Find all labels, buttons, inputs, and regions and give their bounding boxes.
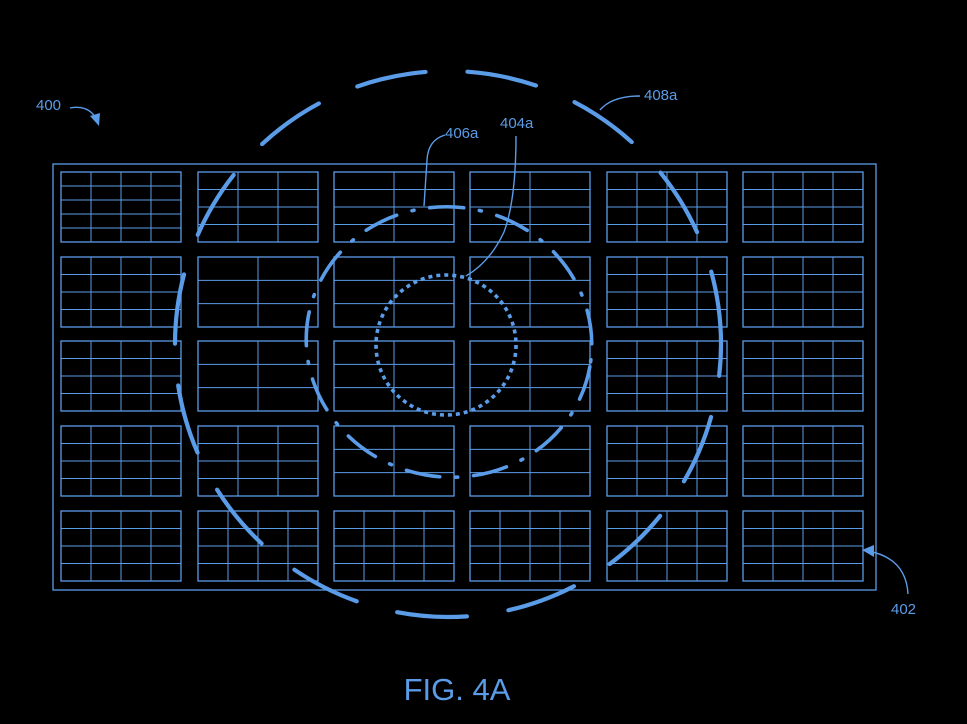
figure-caption: FIG. 4A <box>404 672 511 707</box>
grid-tile <box>470 426 590 496</box>
grid-tile <box>334 257 454 327</box>
grid-tile <box>743 341 863 411</box>
grid-tile <box>470 172 590 242</box>
figure-ref-label: 400 <box>36 97 61 114</box>
grid-tile <box>470 257 590 327</box>
panel-ref-label: 402 <box>891 601 916 618</box>
grid-tile <box>607 257 727 327</box>
middle-region-leader <box>424 135 445 206</box>
grid-tile <box>198 257 318 327</box>
grid-tile <box>198 341 318 411</box>
panel-ref-arrowhead <box>862 545 874 557</box>
panel-ref-leader <box>868 551 908 594</box>
inner-region-circle <box>376 275 516 415</box>
grid-tile <box>198 511 318 581</box>
grid-tile <box>743 511 863 581</box>
grid-tile <box>61 341 181 411</box>
grid-tile <box>607 511 727 581</box>
outer-region-label: 408a <box>644 87 678 104</box>
grid-tile <box>743 172 863 242</box>
inner-region-label: 404a <box>500 115 534 132</box>
display-panel-grid <box>53 164 876 590</box>
grid-tile <box>607 341 727 411</box>
grid-tile <box>61 426 181 496</box>
grid-tile <box>334 511 454 581</box>
grid-tile <box>198 172 318 242</box>
inner-region-leader <box>466 136 516 276</box>
outer-region-leader <box>600 96 640 110</box>
leader-lines <box>70 96 908 594</box>
grid-tile <box>607 426 727 496</box>
grid-tile <box>61 511 181 581</box>
grid-tile <box>61 257 181 327</box>
grid-tile <box>334 341 454 411</box>
grid-tile <box>743 257 863 327</box>
grid-tile <box>198 426 318 496</box>
grid-tile <box>743 426 863 496</box>
figure-ref-arrowhead <box>90 113 100 126</box>
grid-tile <box>61 172 181 242</box>
grid-tile <box>470 511 590 581</box>
middle-region-label: 406a <box>445 125 479 142</box>
grid-tile <box>334 426 454 496</box>
